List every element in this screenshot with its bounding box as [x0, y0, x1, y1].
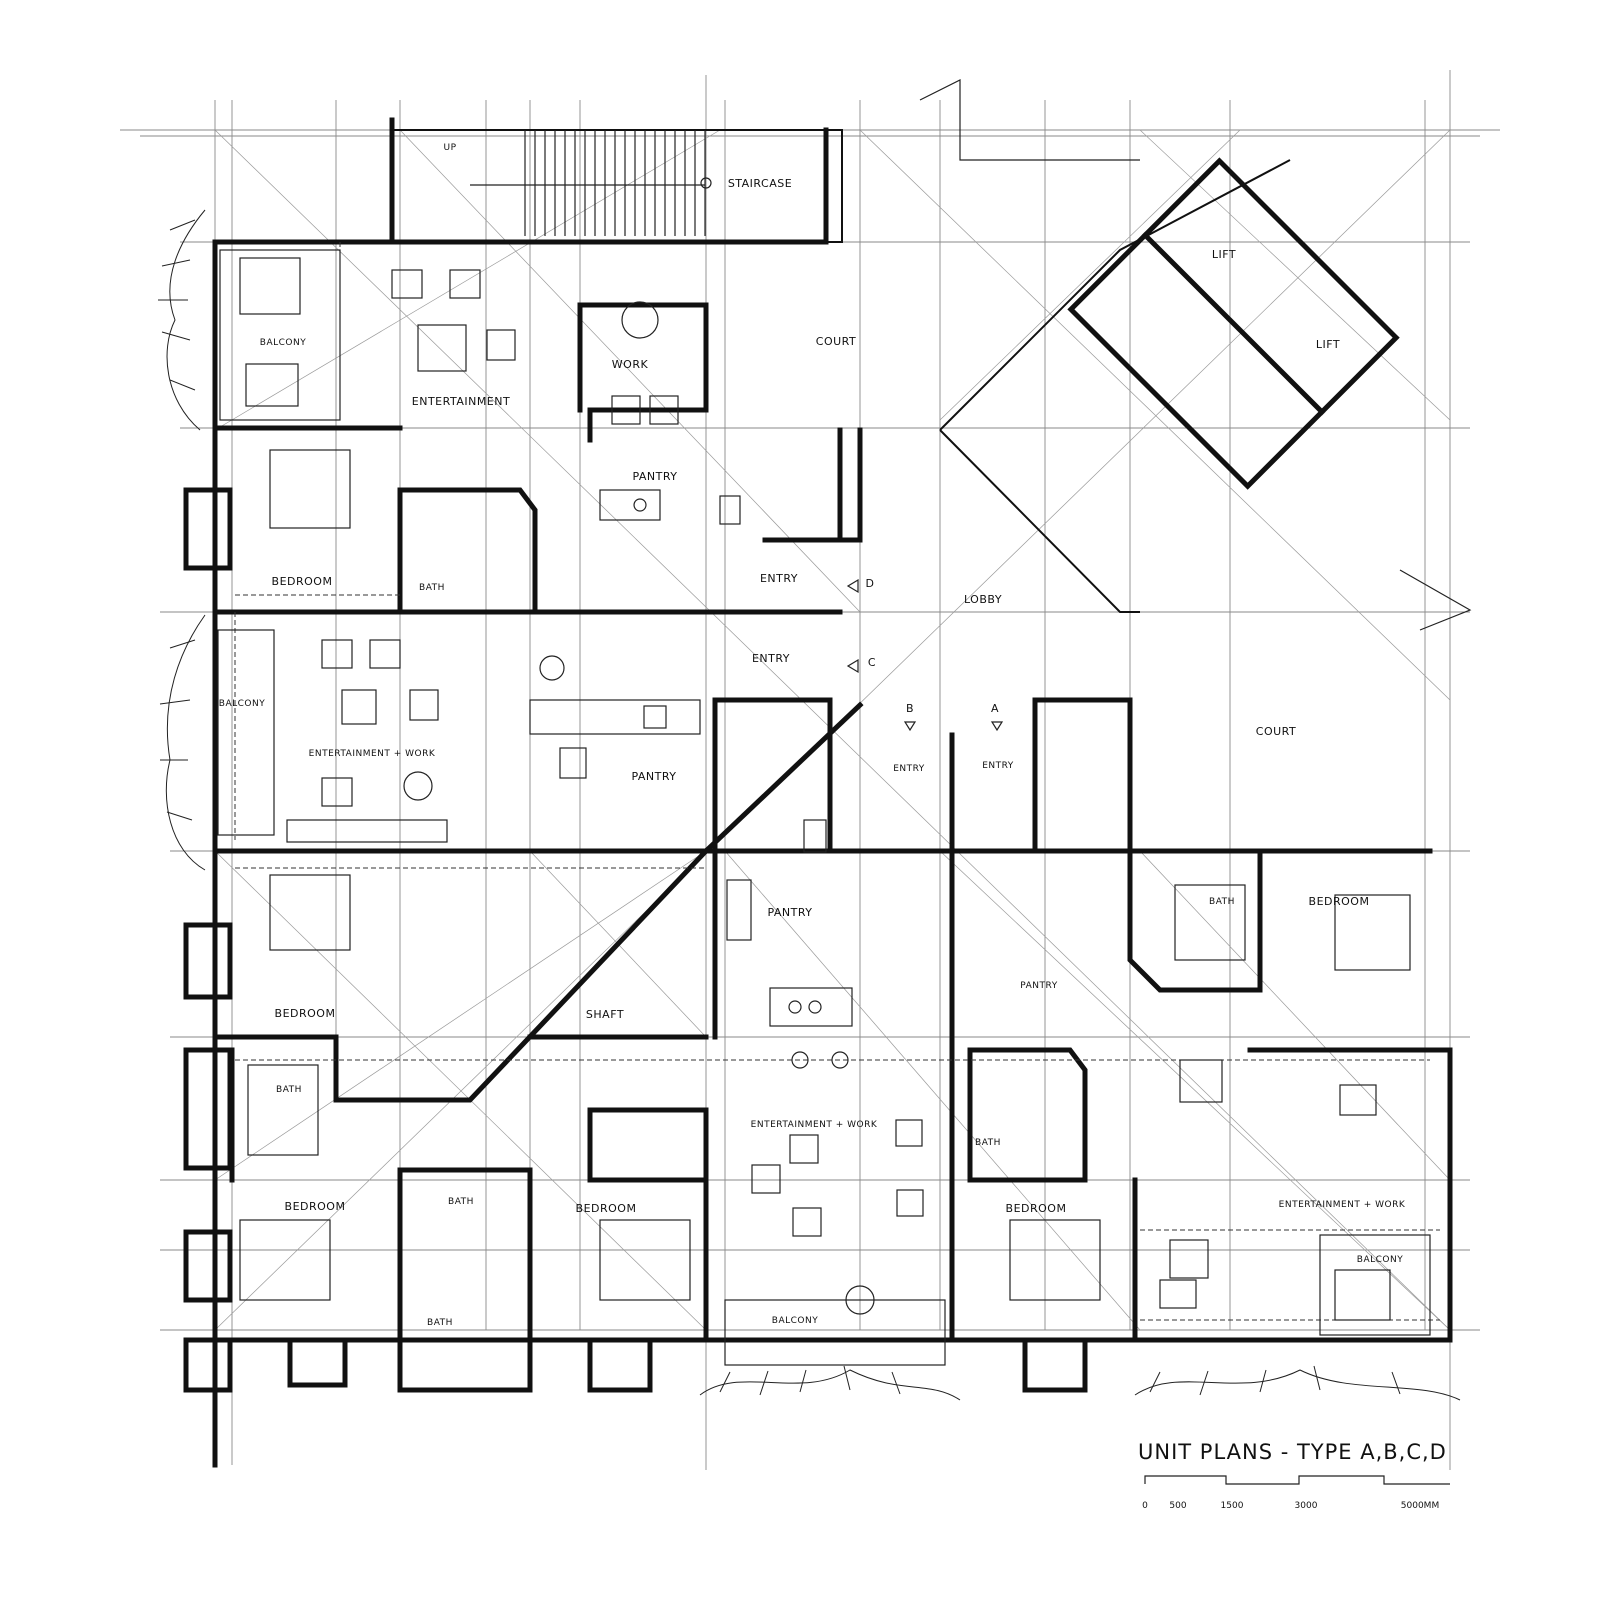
label-unit-c: C: [868, 656, 876, 669]
label-bedroom-3: BEDROOM: [285, 1200, 346, 1213]
label-bath-2: BATH: [276, 1085, 302, 1095]
label-balcony-1: BALCONY: [260, 338, 306, 348]
label-pantry-2: PANTRY: [631, 770, 676, 783]
label-staircase: STAIRCASE: [728, 177, 792, 190]
label-work: WORK: [612, 358, 649, 371]
scale-tick-500: 500: [1169, 1501, 1186, 1511]
label-entertainment: ENTERTAINMENT: [412, 395, 510, 408]
label-entry-4: ENTRY: [982, 761, 1014, 771]
label-balcony-3: BALCONY: [772, 1316, 818, 1326]
label-entertainment-work-1: ENTERTAINMENT + WORK: [309, 749, 436, 759]
label-court-top: COURT: [816, 335, 856, 348]
label-court-right: COURT: [1256, 725, 1296, 738]
label-lift-1: LIFT: [1212, 248, 1236, 261]
lift-core: [919, 79, 1472, 631]
label-unit-d: D: [866, 577, 875, 590]
entry-markers: [846, 578, 1004, 732]
scale-tick-0: 0: [1142, 1501, 1148, 1511]
label-bath-4: BATH: [427, 1318, 453, 1328]
label-lift-2: LIFT: [1316, 338, 1340, 351]
label-up: UP: [443, 143, 456, 153]
label-entry-3: ENTRY: [893, 764, 925, 774]
room-labels: UP STAIRCASE LIFT LIFT COURT COURT LOBBY…: [219, 143, 1406, 1328]
label-shaft: SHAFT: [586, 1008, 624, 1021]
label-bath-1: BATH: [419, 583, 445, 593]
label-bedroom-2: BEDROOM: [275, 1007, 336, 1020]
scale-tick-5000: 5000MM: [1401, 1501, 1439, 1511]
label-entry-2: ENTRY: [752, 652, 790, 665]
label-lobby: LOBBY: [964, 593, 1002, 606]
label-pantry-3: PANTRY: [767, 906, 812, 919]
label-bedroom-6: BEDROOM: [1309, 895, 1370, 908]
label-unit-a: A: [991, 702, 999, 715]
label-bedroom-1: BEDROOM: [272, 575, 333, 588]
vegetation: [158, 209, 1461, 1401]
label-bedroom-5: BEDROOM: [1006, 1202, 1067, 1215]
balcony-hatching: [217, 249, 1431, 1366]
label-bath-3: BATH: [448, 1197, 474, 1207]
drawing-title: UNIT PLANS - TYPE A,B,C,D: [1138, 1440, 1447, 1464]
label-pantry-4: PANTRY: [1020, 981, 1057, 991]
label-balcony-4: BALCONY: [1357, 1255, 1403, 1265]
scale-tick-1500: 1500: [1221, 1501, 1244, 1511]
window-bays: [183, 487, 1393, 1393]
label-entertainment-work-3: ENTERTAINMENT + WORK: [1279, 1200, 1406, 1210]
label-unit-b: B: [906, 702, 914, 715]
construction-grid: [120, 70, 1500, 1470]
label-balcony-2: BALCONY: [219, 699, 265, 709]
label-bedroom-4: BEDROOM: [576, 1202, 637, 1215]
label-bath-6: BATH: [1209, 897, 1235, 907]
structural-walls: [212, 239, 1453, 1468]
title-block: UNIT PLANS - TYPE A,B,C,D 0 500 1500 300…: [1138, 1440, 1450, 1511]
label-bath-5: BATH: [975, 1138, 1001, 1148]
scale-tick-3000: 3000: [1295, 1501, 1318, 1511]
label-entertainment-work-2: ENTERTAINMENT + WORK: [751, 1120, 878, 1130]
furniture: [239, 257, 1411, 1321]
label-entry-1: ENTRY: [760, 572, 798, 585]
label-pantry-1: PANTRY: [632, 470, 677, 483]
